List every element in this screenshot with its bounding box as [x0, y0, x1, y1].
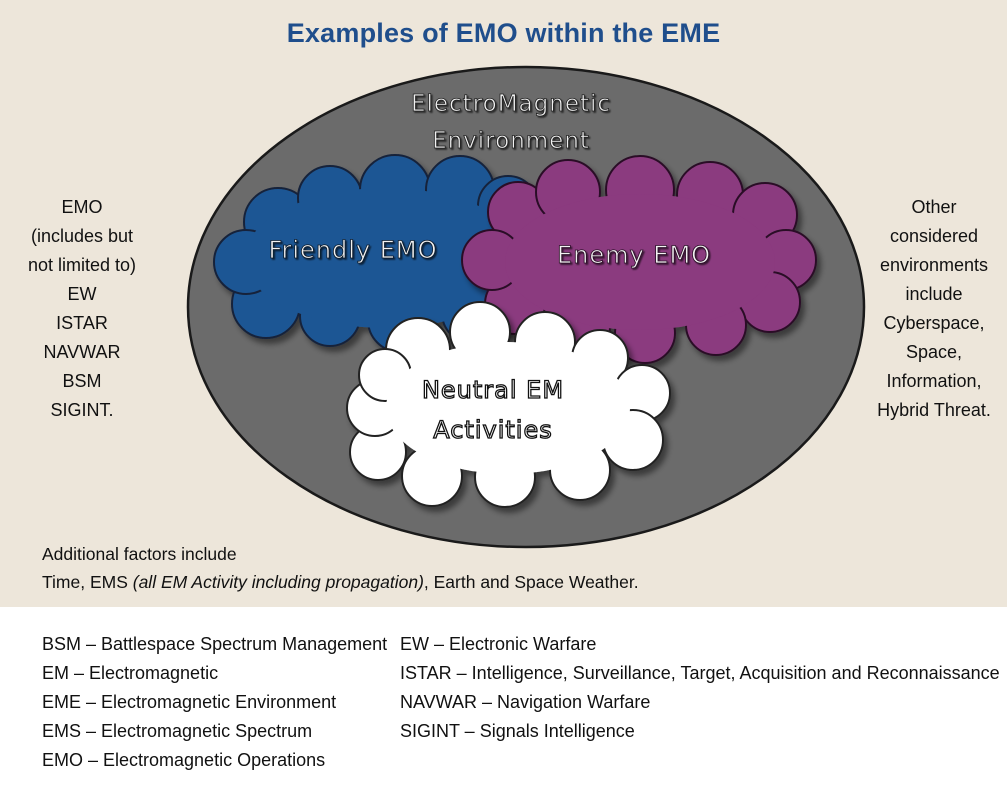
enemy-emo-label: Enemy EMO: [557, 241, 711, 269]
right-text-line: Information,: [886, 371, 982, 391]
glossary-entry: BSM – Battlespace Spectrum Management: [42, 634, 388, 654]
glossary-entry: SIGINT – Signals Intelligence: [400, 721, 635, 741]
glossary-entry: EMS – Electromagnetic Spectrum: [42, 721, 313, 741]
factors-line2-italic: (all EM Activity including propagation): [132, 572, 424, 592]
right-text-line: Other: [911, 197, 957, 217]
left-text-line: ISTAR: [56, 313, 108, 333]
right-text-line: include: [905, 284, 963, 304]
right-text-line: considered: [889, 226, 979, 246]
left-text-line: EW: [67, 284, 97, 304]
left-text-line: BSM: [62, 371, 102, 391]
factors-line2-start: Time, EMS: [42, 572, 133, 592]
neutral-em-label-line2: Activities: [433, 416, 553, 444]
additional-factors: Additional factors include Time, EMS (al…: [42, 540, 639, 596]
neutral-em-cloud: [346, 301, 671, 508]
enemy-emo-cloud: [461, 155, 817, 364]
emo-examples-text: EMO (includes but not limited to) EW IST…: [14, 193, 150, 425]
right-text-line: Space,: [905, 342, 963, 362]
glossary-entry: EW – Electronic Warfare: [400, 634, 597, 654]
page-title: Examples of EMO within the EME: [286, 18, 721, 48]
left-text-line: EMO: [61, 197, 103, 217]
glossary-entry: EM – Electromagnetic: [42, 663, 219, 683]
eme-diagram: ElectroMagnetic Environment Friendly EMO: [186, 65, 866, 549]
factors-line2: Time, EMS (all EM Activity including pro…: [42, 568, 639, 596]
factors-line2-end: , Earth and Space Weather.: [423, 572, 639, 592]
environment-label-line2: Environment: [432, 128, 590, 154]
glossary-right-column: EW – Electronic Warfare ISTAR – Intellig…: [400, 630, 1000, 746]
left-text-line: SIGINT.: [50, 400, 114, 420]
neutral-em-label-line1: Neutral EM: [422, 376, 564, 404]
right-text-line: Hybrid Threat.: [877, 400, 991, 420]
other-environments-text: Other considered environments include Cy…: [866, 193, 1002, 425]
right-text-line: environments: [879, 255, 989, 275]
glossary-entry: ISTAR – Intelligence, Surveillance, Targ…: [400, 663, 1000, 683]
factors-line1: Additional factors include: [42, 544, 237, 564]
glossary-left-column: BSM – Battlespace Spectrum Management EM…: [42, 630, 387, 775]
glossary-entry: EMO – Electromagnetic Operations: [42, 750, 326, 770]
environment-label-line1: ElectroMagnetic: [411, 91, 611, 117]
left-text-line: NAVWAR: [43, 342, 121, 362]
left-text-line: not limited to): [27, 255, 137, 275]
left-text-line: (includes but: [30, 226, 134, 246]
glossary-entry: NAVWAR – Navigation Warfare: [400, 692, 651, 712]
friendly-emo-label: Friendly EMO: [268, 236, 437, 264]
right-text-line: Cyberspace,: [883, 313, 985, 333]
glossary-entry: EME – Electromagnetic Environment: [42, 692, 337, 712]
